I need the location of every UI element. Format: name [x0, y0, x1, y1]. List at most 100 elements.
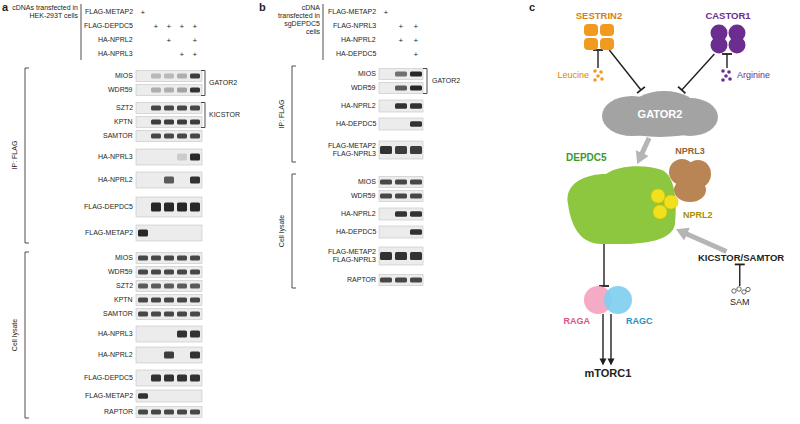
transfection-note: cDNAs transfected in HEK-293T cells	[12, 4, 78, 20]
blot-band	[138, 270, 148, 275]
blot-band	[151, 410, 161, 415]
blot-band	[164, 203, 174, 212]
connector-line	[641, 138, 649, 155]
blot-strip	[379, 191, 423, 202]
section-label: Cell lysate	[278, 215, 286, 247]
blot-band	[190, 88, 200, 93]
blot-label: SZT2	[116, 282, 133, 290]
section-label: IP: FLAG	[11, 141, 19, 170]
blot-strip	[136, 71, 202, 82]
protein-lobe	[664, 195, 678, 209]
node-label: Arginine	[737, 70, 770, 80]
blot-band	[151, 312, 161, 317]
blot-band	[177, 330, 187, 337]
complex-text-node: KICSTOR/SAMTOR	[696, 252, 786, 265]
blot-strip	[136, 103, 202, 114]
blot-band	[164, 284, 174, 289]
blot-strip	[379, 275, 423, 286]
blot-band	[164, 106, 174, 111]
connector-line	[610, 314, 611, 360]
bracket-line	[205, 103, 206, 128]
blot-band	[380, 146, 392, 154]
complex-label: GATOR2	[209, 79, 237, 87]
blot-strip	[136, 172, 202, 188]
blot-band	[177, 120, 187, 125]
arrow-head	[636, 150, 649, 164]
metabolite-icon	[728, 286, 752, 296]
construct-name: HA-NPRL3	[98, 50, 133, 58]
blot-label: MIOS	[358, 178, 376, 186]
lane-plus: +	[141, 8, 146, 17]
separator-line	[323, 4, 324, 60]
complex-blob: GATOR2	[602, 90, 718, 138]
blot-label: FLAG-METAP2 FLAG-NPRL3	[322, 248, 376, 264]
bracket-line	[427, 69, 428, 94]
blot-band	[410, 103, 422, 108]
blot-label: SAMTOR	[103, 132, 133, 140]
shape-outline	[650, 188, 680, 220]
pathway-connector	[722, 54, 732, 68]
bracket-tick	[25, 418, 29, 419]
blot-band	[138, 393, 148, 398]
blot-strip	[136, 309, 202, 320]
node-label: Leucine	[557, 70, 589, 80]
blot-strip	[136, 407, 202, 418]
lane-plus: +	[414, 36, 419, 45]
blot-band	[177, 88, 187, 93]
blot-strip	[379, 141, 423, 159]
bracket-tick	[25, 252, 29, 253]
blot-band	[151, 88, 161, 93]
pathway-connector	[735, 264, 745, 286]
blot-band	[395, 252, 407, 260]
lane-plus: +	[154, 22, 159, 31]
protein-subunit	[711, 37, 728, 54]
lane-plus: +	[399, 22, 404, 31]
node-label: SAM	[728, 286, 752, 308]
blot-label: RAPTOR	[347, 276, 376, 284]
blot-label: FLAG-METAP2	[85, 229, 133, 237]
bracket-tick	[25, 68, 29, 69]
blot-band	[177, 298, 187, 303]
blot-band	[164, 134, 174, 139]
blot-label: FLAG-DEPDC5	[84, 203, 133, 211]
blot-band	[190, 374, 200, 381]
lane-plus: +	[193, 50, 198, 59]
bracket-tick	[423, 68, 427, 69]
node-label: CASTOR1	[705, 11, 750, 22]
blot-band	[395, 278, 407, 283]
lane-plus: +	[399, 36, 404, 45]
blot-band	[190, 330, 200, 337]
amino-acid-dots: Leucine	[592, 68, 604, 82]
blot-band	[190, 203, 200, 212]
blot-label: MIOS	[115, 254, 133, 262]
blot-band	[164, 74, 174, 79]
blot-band	[410, 180, 422, 185]
node-label: NPRL3	[675, 146, 705, 156]
lane-plus: +	[167, 36, 172, 45]
blot-label: HA-NPRL2	[341, 102, 376, 110]
node-label: RAGC	[626, 316, 653, 326]
protein-blob: DEPDC5	[562, 164, 676, 244]
lane-plus: +	[180, 50, 185, 59]
kinase-node: mTORC1	[583, 366, 634, 381]
protein-icon: CASTOR1	[710, 24, 746, 54]
construct-name: HA-NPRL2	[98, 36, 133, 44]
blot-label: HA-NPRL2	[98, 176, 133, 184]
blot-strip	[136, 295, 202, 306]
blot-band	[151, 203, 161, 212]
protein-body	[567, 166, 675, 244]
blot-band	[151, 74, 161, 79]
blot-band	[190, 312, 200, 317]
blot-band	[151, 298, 161, 303]
blot-band	[395, 194, 407, 199]
lane-plus: +	[193, 36, 198, 45]
node-label: mTORC1	[583, 366, 634, 381]
pathway-connector	[609, 50, 645, 93]
blot-band	[410, 86, 422, 91]
blot-strip	[136, 390, 202, 402]
node-label: KICSTOR/SAMTOR	[696, 252, 786, 265]
blot-band	[410, 252, 422, 260]
amino-acid-dots: Arginine	[720, 68, 734, 82]
